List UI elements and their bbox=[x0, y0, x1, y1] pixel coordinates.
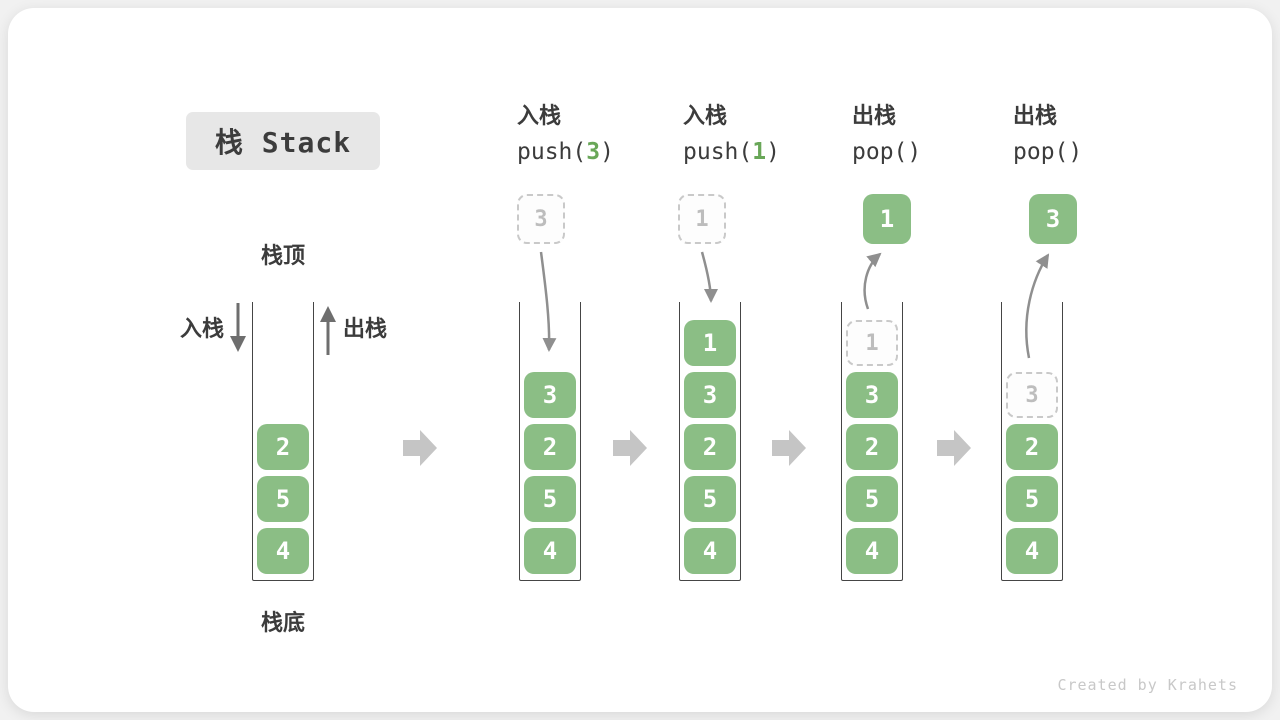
stack-cell: 3 bbox=[524, 372, 576, 418]
stack-cell: 5 bbox=[846, 476, 898, 522]
stack-cell: 5 bbox=[684, 476, 736, 522]
next-step-block-arrow-icon bbox=[403, 430, 437, 466]
push-in-label: 入栈 bbox=[179, 317, 224, 342]
stack-cell-ghost: 3 bbox=[1006, 372, 1058, 418]
operation-argument: 1 bbox=[752, 139, 767, 165]
operation-code: push(3) bbox=[517, 139, 614, 165]
operation-code: pop() bbox=[852, 139, 922, 165]
operation-label: 入栈 push(1) bbox=[683, 104, 843, 166]
operation-name: 出栈 bbox=[1013, 104, 1058, 129]
stack-bottom-label: 栈底 bbox=[260, 611, 305, 636]
watermark: Created by Krahets bbox=[1057, 676, 1238, 694]
stack-cell: 1 bbox=[684, 320, 736, 366]
stack-cell: 4 bbox=[1006, 528, 1058, 574]
stack-cell: 2 bbox=[1006, 424, 1058, 470]
stack-cell: 4 bbox=[684, 528, 736, 574]
stack-cell: 5 bbox=[1006, 476, 1058, 522]
operation-argument: 3 bbox=[586, 139, 601, 165]
operation-name: 入栈 bbox=[517, 104, 562, 129]
next-step-block-arrow-icon bbox=[937, 430, 971, 466]
page-title: 栈 Stack bbox=[214, 126, 352, 159]
stack-cell: 3 bbox=[684, 372, 736, 418]
push-flow-arrow-icon bbox=[539, 251, 557, 352]
operation-label: 出栈 pop() bbox=[852, 104, 1012, 166]
stack-cell-ghost: 1 bbox=[846, 320, 898, 366]
title-box: 栈 Stack bbox=[186, 112, 380, 170]
operation-label: 入栈 push(3) bbox=[517, 104, 677, 166]
incoming-value-box: 3 bbox=[517, 194, 565, 244]
stack-cell: 4 bbox=[846, 528, 898, 574]
operation-code: push(1) bbox=[683, 139, 780, 165]
stack-cell: 3 bbox=[846, 372, 898, 418]
incoming-value-box: 1 bbox=[678, 194, 726, 244]
next-step-block-arrow-icon bbox=[613, 430, 647, 466]
popped-value-box: 1 bbox=[863, 194, 911, 244]
stack-cell: 5 bbox=[524, 476, 576, 522]
stack-cell: 2 bbox=[524, 424, 576, 470]
next-step-block-arrow-icon bbox=[772, 430, 806, 466]
push-flow-arrow-icon bbox=[700, 251, 718, 303]
pop-out-label: 出栈 bbox=[343, 317, 388, 342]
stack-cell: 2 bbox=[684, 424, 736, 470]
operation-label: 出栈 pop() bbox=[1013, 104, 1173, 166]
pop-flow-arrow-icon bbox=[1025, 253, 1050, 359]
stack-top-label: 栈顶 bbox=[260, 244, 305, 269]
operation-name: 出栈 bbox=[852, 104, 897, 129]
stack-cell: 4 bbox=[257, 528, 309, 574]
operation-code: pop() bbox=[1013, 139, 1083, 165]
pop-flow-arrow-icon bbox=[863, 252, 882, 310]
stack-cell: 2 bbox=[257, 424, 309, 470]
operation-name: 入栈 bbox=[683, 104, 728, 129]
stack-cell: 2 bbox=[846, 424, 898, 470]
stack-cell: 5 bbox=[257, 476, 309, 522]
stack-cell: 4 bbox=[524, 528, 576, 574]
popped-value-box: 3 bbox=[1029, 194, 1077, 244]
